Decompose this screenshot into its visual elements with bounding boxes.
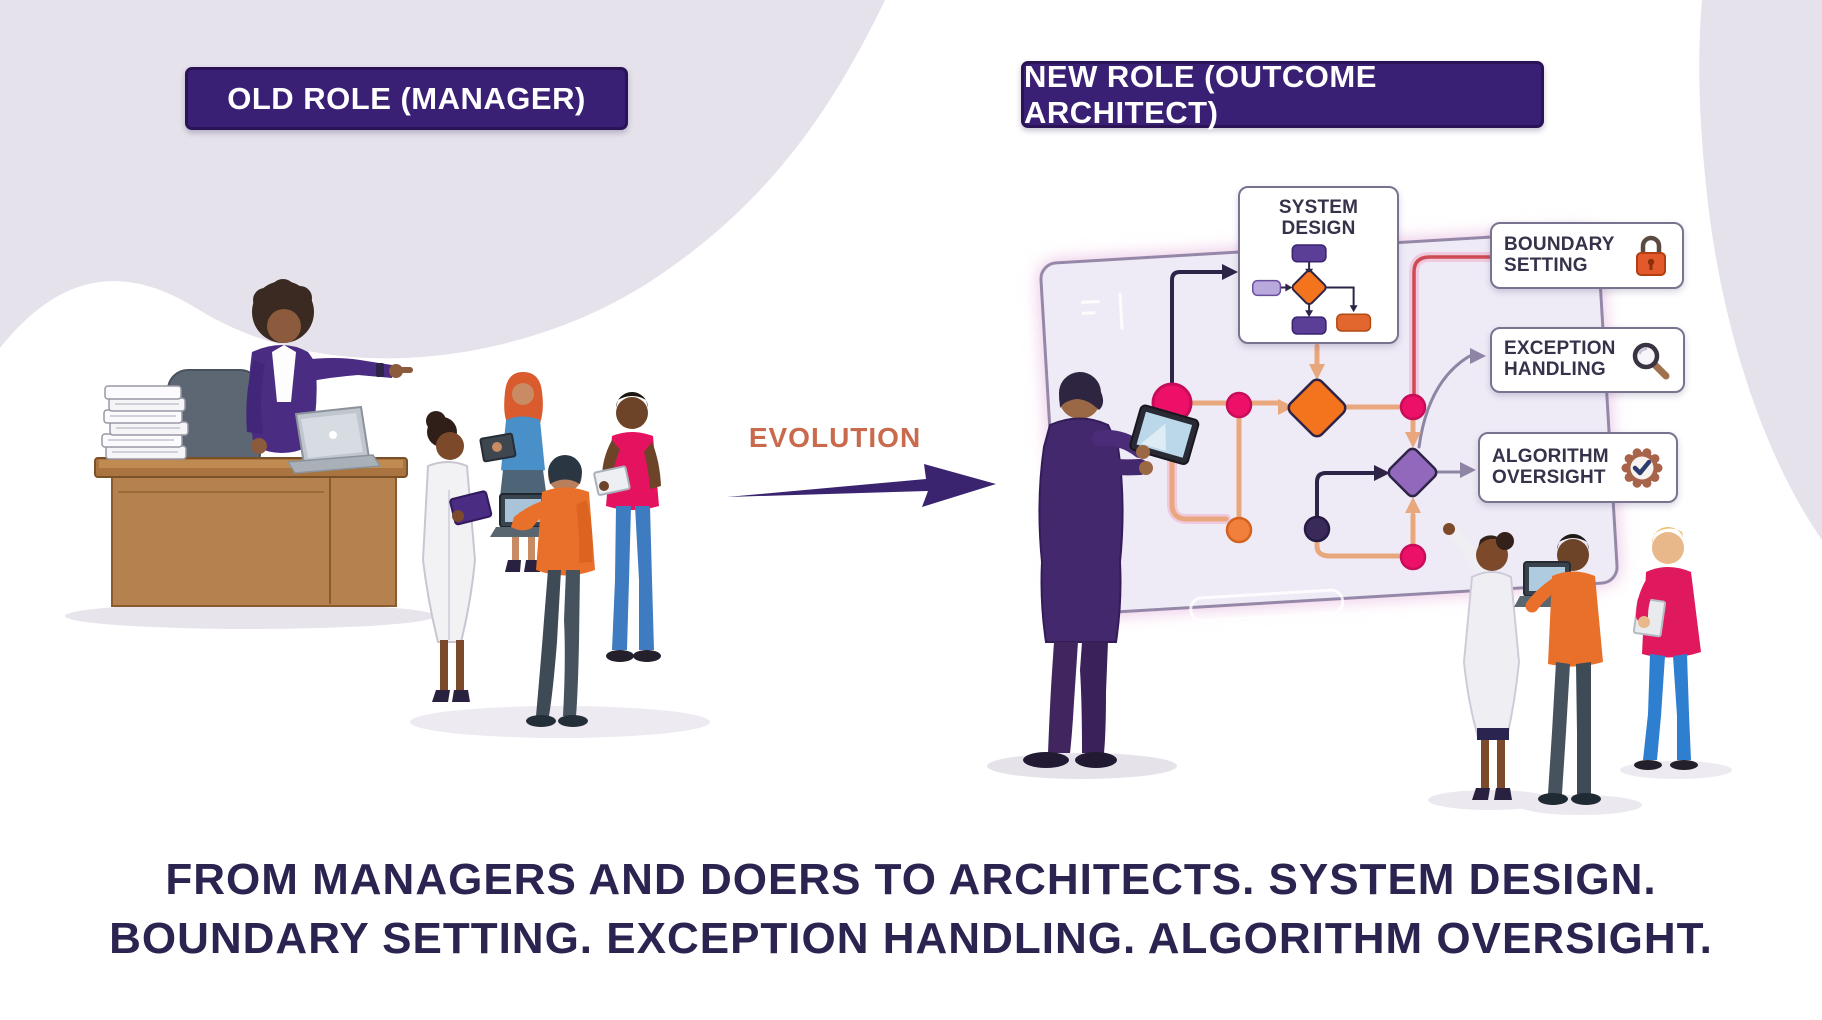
boundary-setting-label: BOUNDARY SETTING [1504, 233, 1615, 276]
desk [94, 457, 408, 607]
old-role-title: OLD ROLE (MANAGER) [227, 80, 586, 116]
boundary-setting-box: BOUNDARY SETTING [1490, 222, 1684, 289]
worker-labcoat-figure [421, 411, 493, 702]
new-role-title: NEW ROLE (OUTCOME ARCHITECT) [1024, 58, 1377, 130]
flowchart-connectors [1167, 252, 1495, 559]
observer-blonde-figure [1620, 526, 1732, 779]
caption: FROM MANAGERS AND DOERS TO ARCHITECTS. S… [0, 850, 1822, 969]
manager-figure [246, 279, 413, 454]
node-orange [1225, 516, 1253, 544]
worker-redhair-figure [479, 372, 548, 572]
algorithm-oversight-box: ALGORITHM OVERSIGHT [1478, 432, 1678, 503]
exception-handling-label: EXCEPTION HANDLING [1504, 338, 1616, 380]
board-decoration [1080, 292, 1124, 330]
old-role-scene [65, 279, 710, 738]
desk-shadow [65, 603, 435, 629]
manager-laptop [286, 405, 382, 474]
architect-figure [987, 371, 1200, 779]
node-pink-small [1225, 391, 1253, 419]
system-design-box: SYSTEM DESIGN [1238, 186, 1399, 344]
evolution-label: EVOLUTION [748, 422, 922, 453]
lock-icon [1632, 234, 1670, 278]
decision-diamond-purple [1387, 447, 1438, 498]
system-design-label: SYSTEM DESIGN [1278, 197, 1359, 239]
mini-flowchart [1251, 244, 1371, 335]
caption-line-2: BOUNDARY SETTING. EXCEPTION HANDLING. AL… [109, 914, 1713, 964]
worker-orange-sweater-figure [490, 455, 595, 727]
evolution-arrow [727, 464, 996, 507]
observer-orange-sweater-figure [1514, 534, 1642, 815]
flowchart-arrowheads [1222, 264, 1486, 513]
magnifier-icon [1629, 339, 1671, 381]
decision-diamond-orange [1287, 378, 1347, 438]
check-badge-icon [1620, 446, 1664, 490]
board-decoration-slot [1189, 588, 1345, 623]
paper-stack [101, 385, 189, 460]
exception-handling-box: EXCEPTION HANDLING [1490, 327, 1685, 393]
new-role-scene [987, 230, 1732, 815]
node-pink-right [1399, 393, 1427, 421]
new-role-title-badge: NEW ROLE (OUTCOME ARCHITECT) [1021, 58, 1544, 130]
algorithm-oversight-label: ALGORITHM OVERSIGHT [1492, 445, 1609, 488]
node-navy [1303, 515, 1331, 543]
old-role-title-badge: OLD ROLE (MANAGER) [185, 67, 628, 130]
worker-magenta-shirt-figure [593, 392, 661, 662]
node-pink-bottom [1399, 543, 1427, 571]
caption-line-1: FROM MANAGERS AND DOERS TO ARCHITECTS. S… [165, 855, 1657, 904]
